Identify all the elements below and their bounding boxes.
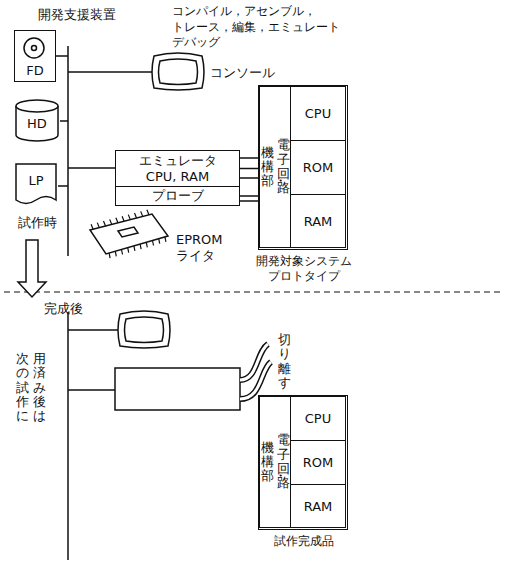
section-heading: 開発支援装置 — [38, 6, 116, 24]
transition-arrow — [18, 240, 46, 297]
floppy-disk-drive: FD — [14, 30, 56, 82]
detach-note: 切り離す — [278, 333, 291, 390]
node-text: CPU — [305, 106, 331, 121]
mechanism-electronics-box: 機構部・電子回路 — [259, 396, 291, 528]
line-printer: LP — [14, 162, 58, 206]
node-text: 機構部・ — [261, 146, 274, 189]
node-text: 開発対象システム プロトタイプ — [247, 254, 361, 284]
node-text: LP — [14, 173, 58, 188]
node-text: EPROM ライタ — [176, 232, 228, 263]
probe-wire — [240, 177, 258, 179]
ram-box: RAM — [290, 484, 346, 528]
probe-cable — [240, 195, 259, 197]
node-text: 機構部・ — [261, 441, 274, 484]
system-bus — [67, 46, 69, 256]
emulator-box: エミュレータ CPU, RAM — [115, 150, 240, 187]
emulator-unit — [115, 368, 240, 410]
bus-branch — [60, 120, 68, 122]
probe-cable — [240, 168, 259, 170]
cpu-box: CPU — [290, 86, 346, 141]
ram-box: RAM — [290, 194, 346, 248]
bus-branch — [68, 71, 152, 73]
cpu-box: CPU — [290, 396, 346, 441]
bus-branch — [58, 185, 68, 187]
node-text: エミュレータ CPU, RAM — [130, 153, 226, 184]
detached-cable — [240, 344, 271, 399]
node-text: 試作完成品 — [247, 534, 361, 549]
bus-branch — [68, 389, 115, 391]
phase-label: 試作時 — [18, 214, 57, 232]
rom-box: ROM — [290, 140, 346, 195]
hard-disk: HD — [14, 98, 60, 144]
phase-label: 完成後 — [44, 300, 83, 318]
finished-prototype: 試作完成品機構部・電子回路CPUROMRAM — [258, 395, 348, 530]
probe-box: プローブ — [115, 186, 240, 206]
rom-box: ROM — [290, 440, 346, 485]
system-bus — [67, 312, 69, 560]
bus-branch — [68, 329, 118, 331]
node-text: CPU — [305, 411, 331, 426]
reuse-note: 次の試作に — [16, 352, 29, 423]
node-text: RAM — [304, 214, 333, 229]
node-text: プローブ — [152, 187, 204, 205]
bus-branch — [68, 167, 115, 169]
node-text: 電子回路 — [277, 138, 290, 195]
node-text: HD — [14, 116, 60, 131]
node-text: 電子回路 — [277, 433, 290, 490]
console-symbol — [118, 311, 170, 348]
probe-wire — [240, 157, 258, 159]
reuse-note: 用済み後は — [33, 352, 46, 423]
bus-branch — [56, 55, 68, 57]
probe-wire — [240, 200, 258, 202]
eprom-writer: EPROM ライタ — [86, 206, 231, 268]
node-text: FD — [15, 63, 55, 78]
node-text: ROM — [303, 160, 333, 175]
mechanism-electronics-box: 機構部・電子回路 — [259, 86, 291, 248]
node-text: RAM — [304, 499, 333, 514]
function-note: コンパイル，アセンブル， トレース，編集，エミュレート デバッグ — [172, 4, 356, 51]
prototype-system: 開発対象システム プロトタイプ機構部・電子回路CPUROMRAM — [258, 85, 348, 250]
node-text: コンソール — [210, 64, 275, 82]
dashed-separator — [4, 291, 504, 292]
node-text: ROM — [303, 455, 333, 470]
